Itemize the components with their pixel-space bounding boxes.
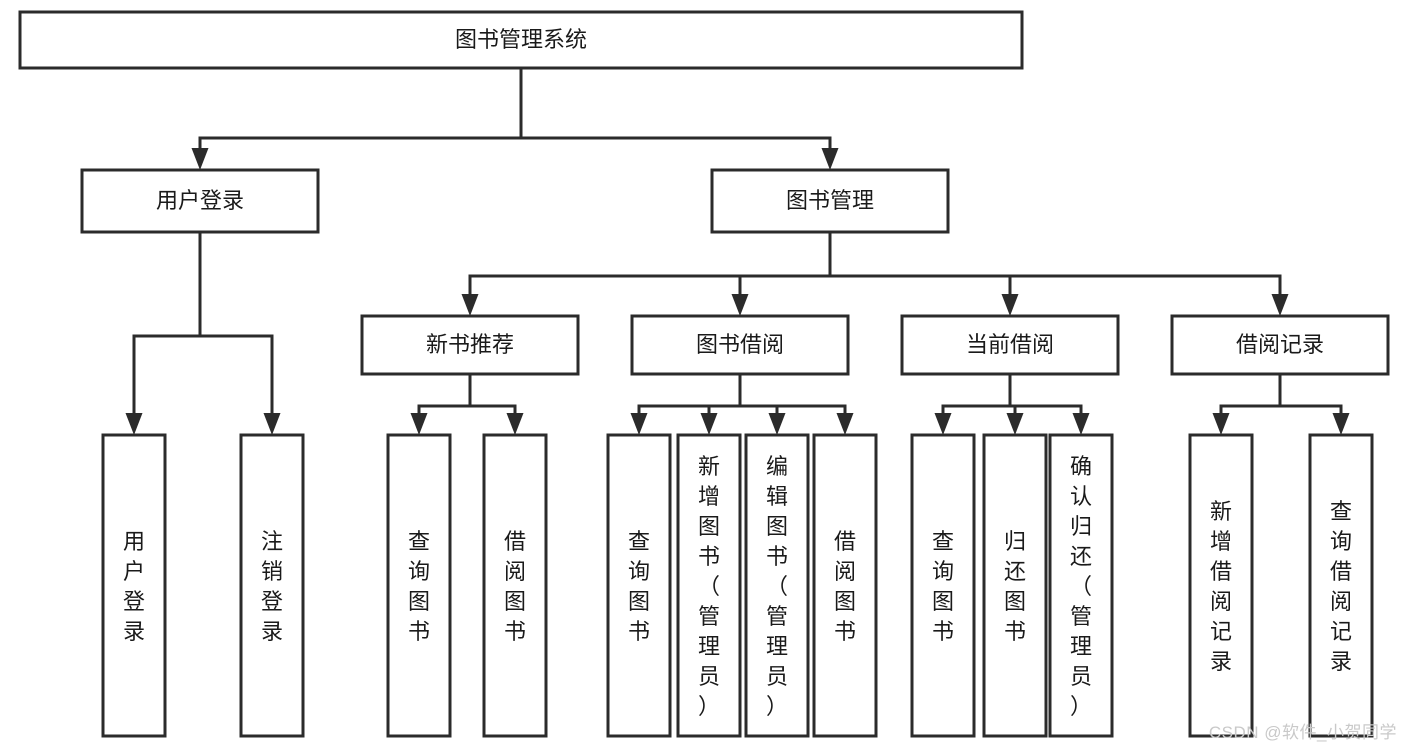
node-records[interactable]: 借阅记录 [1170, 314, 1390, 376]
node-label: 确认归还（管理员） [1070, 454, 1092, 719]
node-login[interactable]: 用户登录 [80, 168, 320, 234]
connector-records [1212, 372, 1350, 435]
node-label: 查询图书 [932, 529, 954, 644]
node-leaf-rec-add[interactable]: 新增借阅记录 [1188, 433, 1254, 738]
node-leaf-user-logout[interactable]: 注销登录 [239, 433, 305, 738]
node-leaf-bk-add[interactable]: 新增图书（管理员） [676, 433, 742, 738]
node-current[interactable]: 当前借阅 [900, 314, 1120, 376]
connector-current [934, 372, 1090, 435]
node-label: 新增图书（管理员） [698, 454, 720, 719]
node-leaf-cur-query[interactable]: 查询图书 [910, 433, 976, 738]
node-label: 图书借阅 [696, 332, 784, 357]
node-label: 注销登录 [261, 529, 283, 644]
node-label: 借阅图书 [504, 529, 526, 644]
node-label: 用户登录 [156, 188, 244, 213]
node-label: 当前借阅 [966, 332, 1054, 357]
node-label: 借阅记录 [1236, 332, 1324, 357]
node-label: 图书管理系统 [455, 27, 587, 52]
node-leaf-bk-borrow[interactable]: 借阅图书 [812, 433, 878, 738]
node-label: 归还图书 [1004, 529, 1026, 644]
node-leaf-nb-query[interactable]: 查询图书 [386, 433, 452, 738]
node-label: 查询图书 [408, 529, 430, 644]
node-label: 查询图书 [628, 529, 650, 644]
node-label: 编辑图书（管理员） [766, 454, 788, 719]
node-newbook[interactable]: 新书推荐 [360, 314, 580, 376]
node-layer: 图书管理系统用户登录图书管理新书推荐图书借阅当前借阅借阅记录用户登录注销登录查询… [18, 10, 1390, 738]
node-label: 查询借阅记录 [1330, 499, 1352, 674]
csdn-watermark: CSDN @软件_小贺同学 [1208, 723, 1397, 742]
connector-login [125, 230, 281, 435]
node-bookmgmt[interactable]: 图书管理 [710, 168, 950, 234]
node-leaf-bk-edit[interactable]: 编辑图书（管理员） [744, 433, 810, 738]
node-leaf-cur-confirm[interactable]: 确认归还（管理员） [1048, 433, 1114, 738]
node-label: 借阅图书 [834, 529, 856, 644]
node-root[interactable]: 图书管理系统 [18, 10, 1024, 70]
node-leaf-user-login[interactable]: 用户登录 [101, 433, 167, 738]
node-leaf-bk-query[interactable]: 查询图书 [606, 433, 672, 738]
node-label: 图书管理 [786, 188, 874, 213]
node-label: 用户登录 [123, 529, 145, 644]
node-leaf-nb-borrow[interactable]: 借阅图书 [482, 433, 548, 738]
connector-borrow [630, 372, 854, 435]
connector-layer [125, 66, 1350, 435]
node-label: 新书推荐 [426, 332, 514, 357]
node-borrow[interactable]: 图书借阅 [630, 314, 850, 376]
node-label: 新增借阅记录 [1210, 499, 1232, 674]
node-leaf-cur-return[interactable]: 归还图书 [982, 433, 1048, 738]
connector-bookmgmt [461, 230, 1289, 316]
node-leaf-rec-query[interactable]: 查询借阅记录 [1308, 433, 1374, 738]
connector-root [191, 66, 839, 170]
connector-newbook [410, 372, 524, 435]
